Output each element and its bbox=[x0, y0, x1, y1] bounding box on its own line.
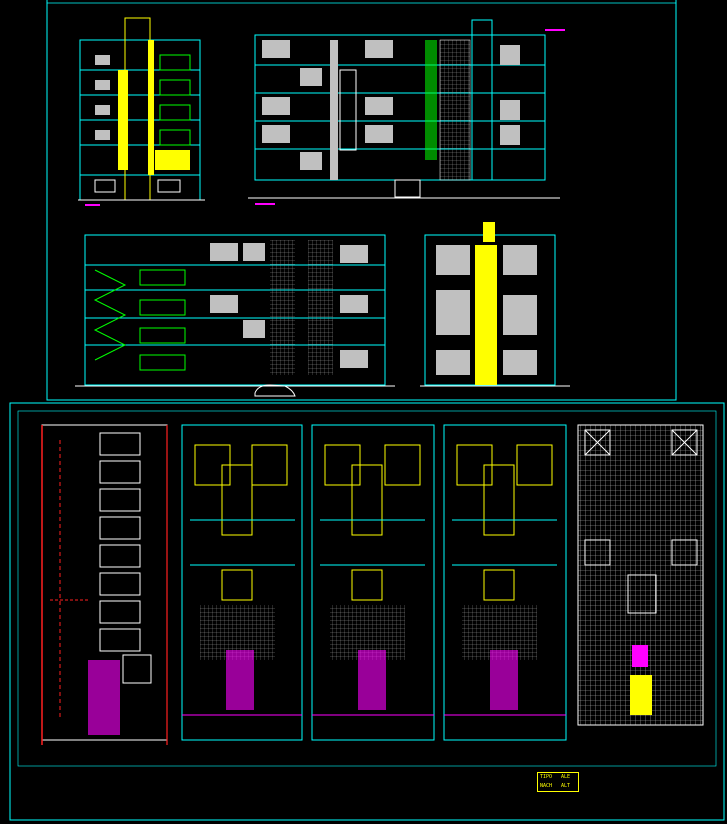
longitudinal-section bbox=[75, 234, 395, 397]
title-block-cell: TIPO bbox=[540, 774, 553, 780]
typical-floor-plan-1 bbox=[181, 424, 303, 741]
typical-floor-plan-2 bbox=[311, 424, 435, 741]
typical-floor-plan-3 bbox=[443, 424, 567, 741]
title-block: TIPO ALE NACH ALT bbox=[537, 772, 579, 792]
title-block-cell: ALE bbox=[561, 774, 571, 780]
front-elevation-main bbox=[248, 19, 565, 205]
parking-floor-plan bbox=[41, 424, 168, 745]
side-elevation-left bbox=[78, 17, 205, 206]
roof-plan bbox=[577, 424, 704, 726]
title-block-cell: NACH bbox=[540, 783, 553, 789]
front-elevation-narrow bbox=[420, 222, 570, 387]
title-block-cell: ALT bbox=[561, 783, 571, 789]
sheet-frame bbox=[9, 0, 725, 821]
